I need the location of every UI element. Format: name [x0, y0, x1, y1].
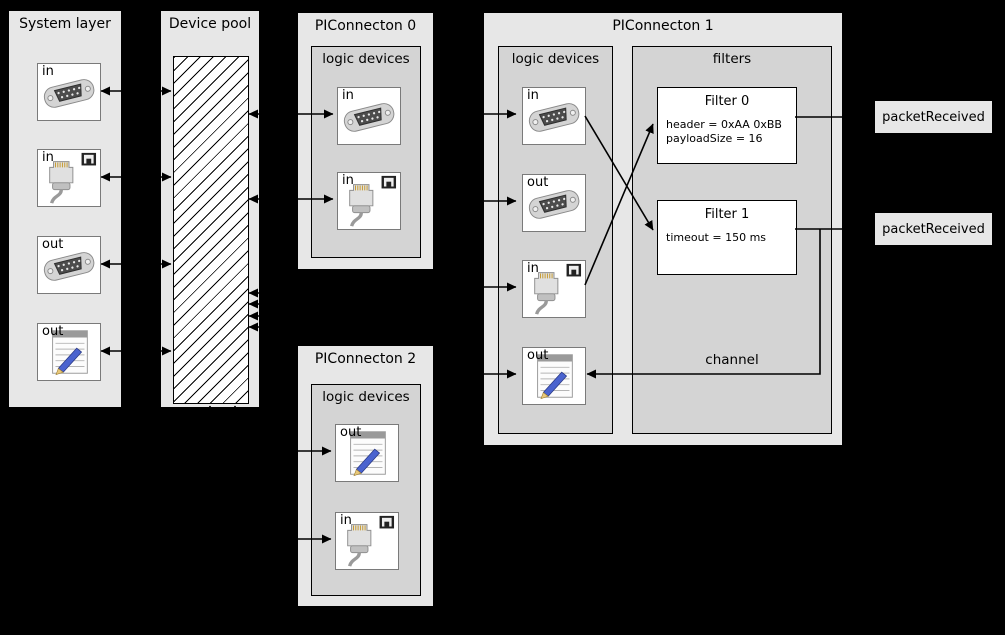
logic-devices-title: logic devices	[322, 389, 410, 405]
device-box: in	[522, 260, 586, 318]
device-label: out	[527, 175, 549, 190]
device-label: in	[340, 513, 352, 528]
piconnecton0-title: PIConnecton 0	[314, 18, 417, 34]
piconnecton2-logic-devices: logic devices out in	[311, 384, 421, 596]
device-box: in	[522, 87, 586, 145]
filter-0-box: Filter 0 header = 0xAA 0xBB payloadSize …	[657, 87, 797, 164]
device-label: in	[342, 88, 354, 103]
device-label: in	[342, 173, 354, 188]
device-label: in	[42, 150, 54, 165]
system-layer-title: System layer	[19, 16, 111, 32]
device-label: out	[340, 425, 362, 440]
device-box: out	[37, 323, 101, 381]
channel-label: channel	[705, 352, 759, 368]
filter-param: payloadSize = 16	[666, 132, 763, 145]
filter-title: Filter 0	[704, 94, 750, 109]
device-label: out	[42, 324, 64, 339]
device-box: in	[337, 172, 401, 230]
piconnecton1-logic-devices: logic devices in out in out	[498, 46, 613, 434]
piconnecton1-title: PIConnecton 1	[612, 18, 714, 34]
logic-devices-title: logic devices	[322, 51, 410, 67]
device-box: out	[335, 424, 399, 482]
piconnecton2-title: PIConnecton 2	[314, 351, 417, 367]
piconnecton2-panel: PIConnecton 2 logic devices out in	[297, 345, 434, 607]
filter-1-box: Filter 1 timeout = 150 ms	[657, 200, 797, 275]
device-label: out	[527, 348, 549, 363]
device-box: in	[37, 63, 101, 121]
packet-received-box: packetReceived	[874, 100, 993, 134]
packet-received-label: packetReceived	[882, 109, 985, 125]
piconnecton0-panel: PIConnecton 0 logic devices in in	[297, 12, 434, 270]
logic-devices-title: logic devices	[511, 51, 600, 67]
filter-params: header = 0xAA 0xBB payloadSize = 16	[658, 109, 796, 146]
piconnecton1-panel: PIConnecton 1 logic devices in out in ou…	[483, 12, 843, 446]
device-box: out	[522, 347, 586, 405]
packet-received-label: packetReceived	[882, 221, 985, 237]
device-label: in	[527, 88, 539, 103]
device-label: in	[527, 261, 539, 276]
system-layer-panel: System layer in in out out	[8, 10, 122, 408]
connector-line	[248, 282, 517, 321]
device-pool-panel: Device pool	[160, 10, 260, 408]
piconnecton0-logic-devices: logic devices in in	[311, 46, 421, 258]
device-pool-title: Device pool	[168, 16, 252, 32]
filters-title: filters	[712, 51, 752, 67]
filter-param: header = 0xAA 0xBB	[666, 118, 782, 131]
device-box: out	[522, 174, 586, 232]
filter-param: timeout = 150 ms	[666, 231, 767, 244]
device-box: in	[37, 149, 101, 207]
packet-received-box: packetReceived	[874, 212, 993, 246]
filter-params: timeout = 150 ms	[658, 222, 796, 245]
device-box: in	[337, 87, 401, 145]
filter-title: Filter 1	[704, 207, 750, 222]
device-label: out	[42, 237, 64, 252]
device-pool-hatch	[173, 56, 249, 404]
device-label: in	[42, 64, 54, 79]
device-box: in	[335, 512, 399, 570]
device-box: out	[37, 236, 101, 294]
piconnecton1-filters: filters Filter 0 header = 0xAA 0xBB payl…	[632, 46, 832, 434]
